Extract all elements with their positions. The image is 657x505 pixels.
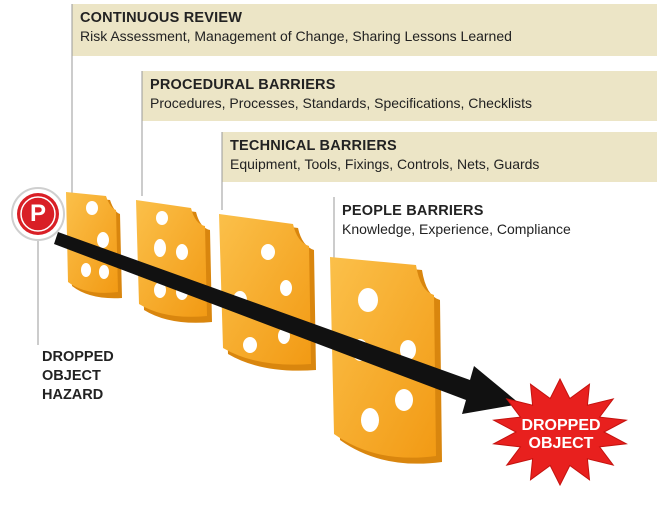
hazard-label-line-3: HAZARD <box>42 387 104 403</box>
people-barriers-panel: PEOPLE BARRIERS Knowledge, Experience, C… <box>334 197 634 245</box>
procedural-barriers-panel: PROCEDURAL BARRIERS Procedures, Processe… <box>142 71 657 121</box>
procedural-barriers-title: PROCEDURAL BARRIERS <box>150 77 336 93</box>
hazard-icon-letter: P <box>29 200 46 227</box>
technical-barriers-title: TECHNICAL BARRIERS <box>230 138 397 154</box>
technical-barriers-description: Equipment, Tools, Fixings, Controls, Net… <box>230 156 540 172</box>
dropped-object-starburst <box>492 377 628 487</box>
hazard-p-icon <box>11 187 65 241</box>
people-barriers-title: PEOPLE BARRIERS <box>342 203 484 219</box>
procedural-barriers-description: Procedures, Processes, Standards, Specif… <box>150 95 533 111</box>
hazard-label-line-1: DROPPED <box>42 349 114 365</box>
hazard-path-arrow <box>54 232 520 414</box>
continuous-review-title: CONTINUOUS REVIEW <box>80 10 243 26</box>
dropped-object-hazard-label: DROPPED OBJECT HAZARD <box>42 348 152 405</box>
technical-barriers-panel: TECHNICAL BARRIERS Equipment, Tools, Fix… <box>222 132 657 182</box>
outcome-label-line-1: DROPPED <box>521 417 601 434</box>
hazard-label-line-2: OBJECT <box>42 368 101 384</box>
continuous-review-panel: CONTINUOUS REVIEW Risk Assessment, Manag… <box>72 4 657 56</box>
cheese-slice-procedural <box>136 200 212 323</box>
dropped-object-outcome-label: DROPPED OBJECT <box>496 417 626 453</box>
continuous-review-description: Risk Assessment, Management of Change, S… <box>80 28 512 44</box>
people-barriers-description: Knowledge, Experience, Compliance <box>342 221 571 237</box>
cheese-slice-technical <box>219 214 316 371</box>
outcome-label-line-2: OBJECT <box>528 435 594 452</box>
